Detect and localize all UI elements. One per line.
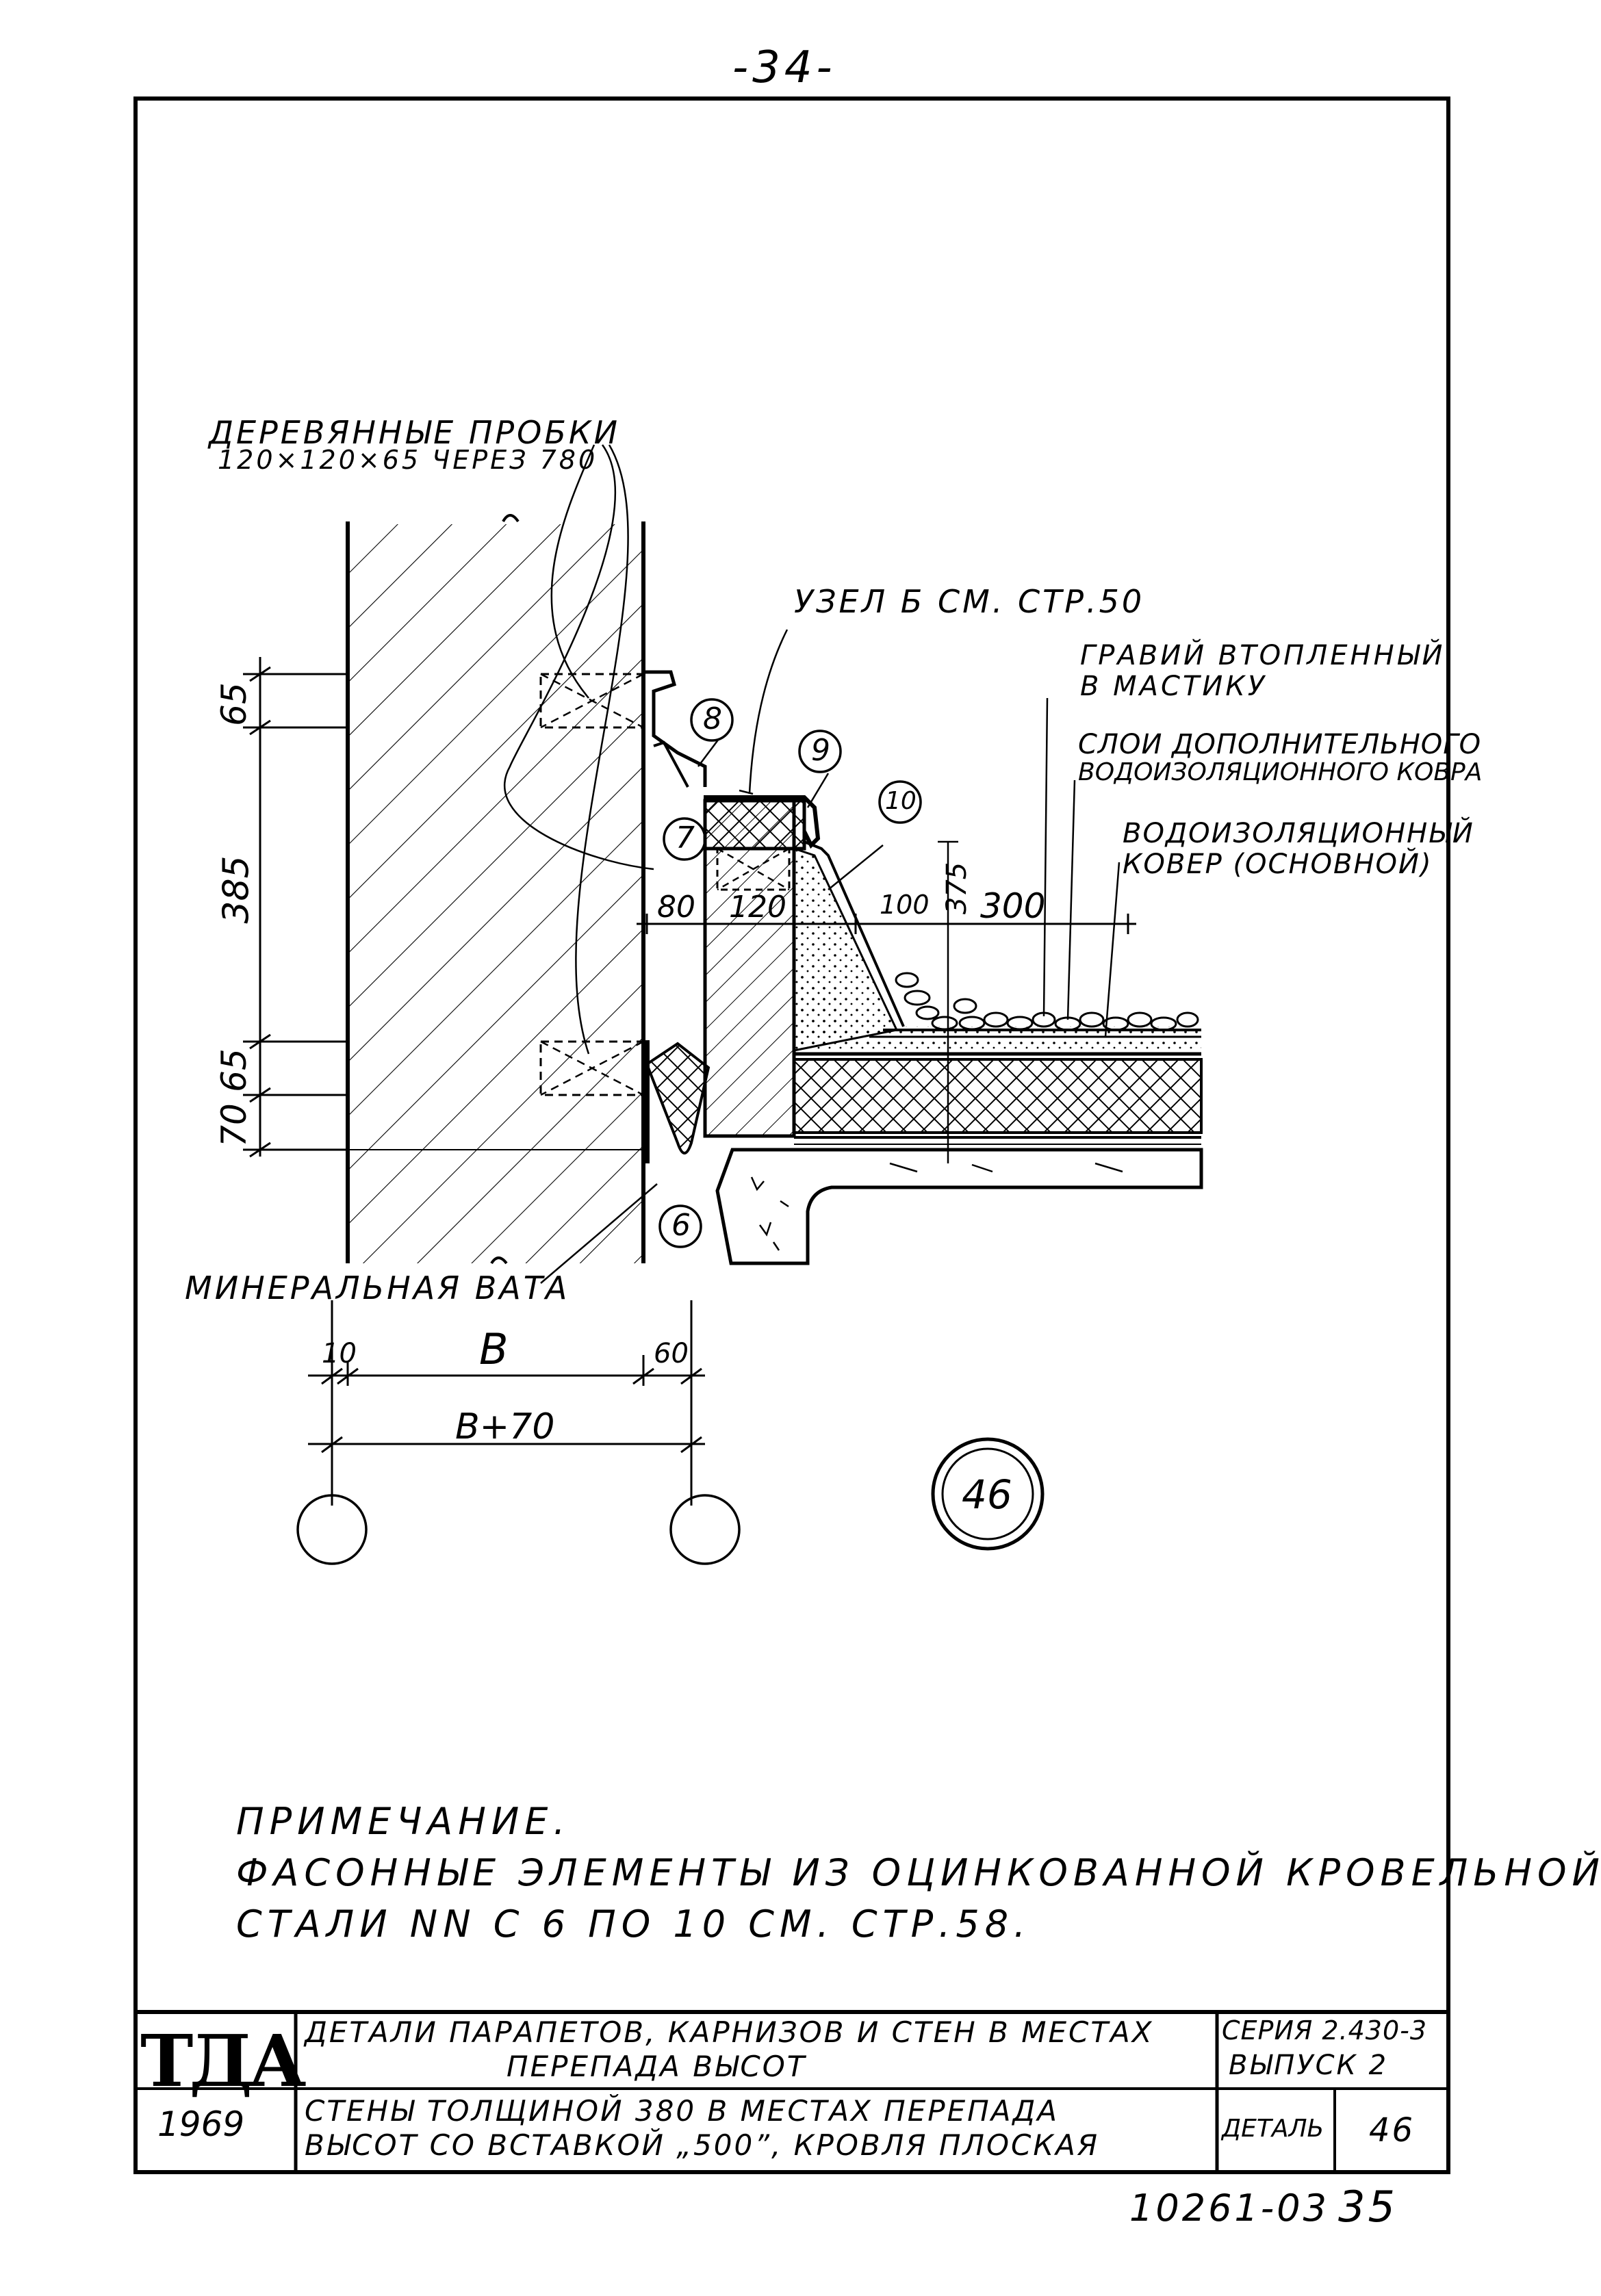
marker-7: 7 <box>676 821 695 855</box>
dim-B-plus-70: B+70 <box>455 1406 555 1447</box>
title-block-title-2: ПЕРЕПАДА ВЫСОТ <box>507 2050 807 2083</box>
page-number: -34- <box>732 42 836 93</box>
note-line-1: ФАСОННЫЕ ЭЛЕМЕНТЫ ИЗ ОЦИНКОВАННОЙ КРОВЕЛ… <box>236 1851 1601 1894</box>
wood-plugs-size: 120×120×65 ЧЕРЕЗ 780 <box>218 445 598 475</box>
footer-code: 10261-03 <box>1129 2187 1329 2230</box>
dim-10: 10 <box>322 1338 357 1369</box>
note-title: ПРИМЕЧАНИЕ. <box>236 1800 571 1843</box>
marker-6: 6 <box>671 1208 691 1243</box>
marker-9: 9 <box>811 733 830 768</box>
title-block-logo: ТДА <box>140 2019 307 2103</box>
extra-layers-label: СЛОИ ДОПОЛНИТЕЛЬНОГО <box>1078 729 1482 760</box>
dim-B: B <box>479 1324 509 1374</box>
dim-left-65-top: 65 <box>214 682 254 726</box>
dim-left-65-bottom: 65 <box>214 1048 254 1092</box>
marker-8: 8 <box>703 701 722 736</box>
mineral-wool-label: МИНЕРАЛЬНАЯ ВАТА <box>185 1269 570 1306</box>
extra-layers-label-2: ВОДОИЗОЛЯЦИОННОГО КОВРА <box>1078 758 1483 786</box>
dim-60: 60 <box>654 1338 689 1369</box>
dim-375: 375 <box>941 862 973 915</box>
node-reference: УЗЕЛ Б СМ. СТР.50 <box>794 583 1145 620</box>
mineral-wool-fill <box>645 1042 710 1155</box>
dim-left-70: 70 <box>214 1103 254 1147</box>
footer-page: 35 <box>1338 2182 1398 2232</box>
title-block-issue: ВЫПУСК 2 <box>1229 2050 1389 2081</box>
insert-block <box>703 799 796 1138</box>
title-block-detail-label: ДЕТАЛЬ <box>1222 2115 1324 2143</box>
brick-wall <box>348 524 642 1263</box>
main-carpet-label: ВОДОИЗОЛЯЦИОННЫЙ <box>1123 818 1474 849</box>
dim-100: 100 <box>880 890 930 920</box>
title-block-subtitle-1: СТЕНЫ ТОЛЩИНОЙ 380 В МЕСТАХ ПЕРЕПАДА <box>305 2094 1060 2128</box>
dim-300: 300 <box>980 886 1046 926</box>
title-block-subtitle-2: ВЫСОТ СО ВСТАВКОЙ „500”, КРОВЛЯ ПЛОСКАЯ <box>305 2128 1100 2162</box>
marker-10: 10 <box>885 787 917 815</box>
dim-80: 80 <box>657 890 695 925</box>
roof-insulation <box>793 1058 1203 1134</box>
sheet-frame <box>133 96 1450 2174</box>
dim-120: 120 <box>729 890 786 925</box>
title-block-year: 1969 <box>157 2104 245 2144</box>
note-line-2: СТАЛИ NN С 6 ПО 10 СМ. СТР.58. <box>236 1902 1032 1946</box>
detail-id: 46 <box>962 1471 1012 1518</box>
wood-plugs-label: ДЕРЕВЯННЫЕ ПРОБКИ <box>209 414 620 451</box>
main-carpet-label-2: КОВЕР (ОСНОВНОЙ) <box>1123 849 1433 880</box>
title-block-detail-number: 46 <box>1369 2111 1416 2150</box>
title-block-series: СЕРИЯ 2.430-3 <box>1222 2015 1428 2046</box>
title-block-title-1: ДЕТАЛИ ПАРАПЕТОВ, КАРНИЗОВ И СТЕН В МЕСТ… <box>305 2015 1154 2049</box>
gravel-label: ГРАВИЙ ВТОПЛЕННЫЙ <box>1080 640 1446 671</box>
axis-bubble-right <box>669 1494 741 1565</box>
dim-left-385: 385 <box>216 855 257 924</box>
axis-bubble-left <box>296 1494 368 1565</box>
gravel-label-2: В МАСТИКУ <box>1080 671 1268 702</box>
